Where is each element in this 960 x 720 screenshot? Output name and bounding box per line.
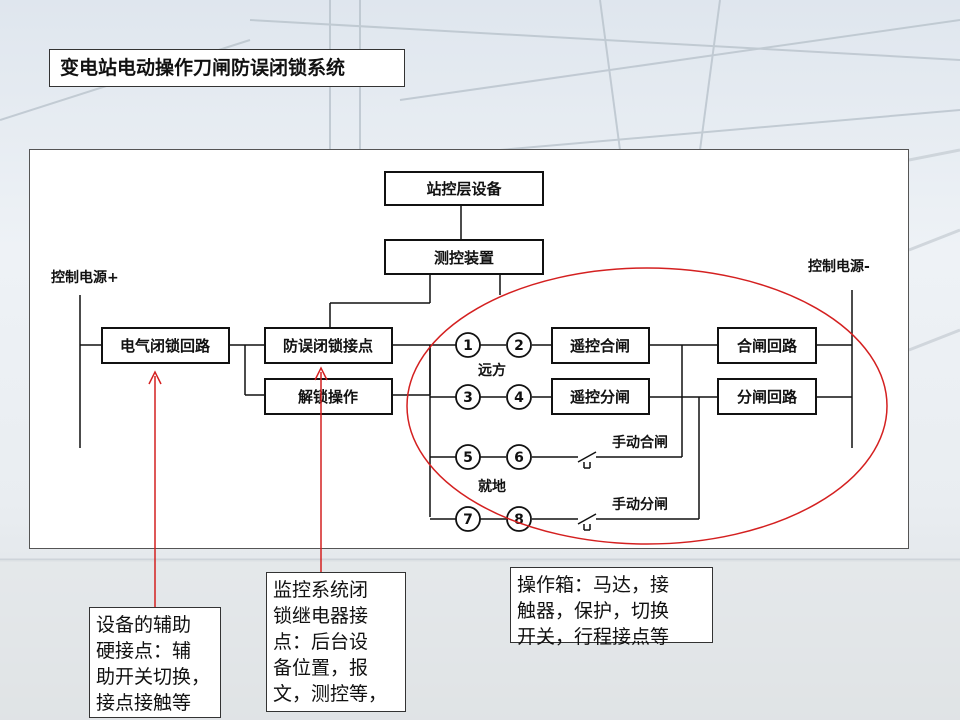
page-title: 变电站电动操作刀闸防误闭锁系统 (49, 49, 405, 87)
remote-open-box (551, 378, 650, 415)
node-label-7: 7 (463, 512, 473, 528)
open-circuit-label: 分闸回路 (737, 388, 798, 406)
measure-control-label: 测控装置 (434, 249, 494, 267)
wires (79, 205, 853, 531)
local-mode-label: 就地 (478, 478, 506, 495)
node-4 (506, 384, 532, 410)
aux-contacts-callout: 设备的辅助 硬接点：辅 助开关切换， 接点接触等 (89, 607, 221, 718)
node-2 (506, 332, 532, 358)
station-equipment-box (384, 171, 544, 206)
node-label-4: 4 (514, 390, 524, 406)
manual-open-label: 手动分闸 (612, 496, 668, 513)
node-6 (506, 444, 532, 470)
monitor-relay-callout: 监控系统闭 锁继电器接 点：后台设 备位置，报 文，测控等， (266, 572, 406, 712)
node-label-3: 3 (463, 390, 473, 406)
close-circuit-box (717, 327, 817, 364)
anti-misop-contact-box (264, 327, 393, 364)
open-circuit-box (717, 378, 817, 415)
node-5 (455, 444, 481, 470)
station-equipment-label: 站控层设备 (426, 180, 502, 198)
operation-box-highlight-ellipse (406, 267, 888, 545)
electrical-interlock-box (101, 327, 230, 364)
node-1 (455, 332, 481, 358)
node-label-6: 6 (514, 450, 524, 466)
node-label-5: 5 (463, 450, 473, 466)
manual-close-label: 手动合闸 (612, 434, 668, 451)
remote-close-label: 遥控合闸 (570, 337, 630, 355)
anti-misop-contact-label: 防误闭锁接点 (283, 337, 373, 355)
unlock-operation-box (264, 378, 393, 415)
remote-mode-label: 远方 (478, 362, 506, 379)
measure-control-box (384, 239, 544, 275)
node-label-8: 8 (514, 512, 524, 528)
remote-close-box (551, 327, 650, 364)
interlock-circuit-diagram: 1 2 3 4 5 6 7 8 站控层设备 测控装置 电气闭锁回路 防误闭锁接点… (51, 171, 888, 545)
power-negative-label: 控制电源- (808, 258, 870, 275)
remote-open-label: 遥控分闸 (570, 388, 630, 406)
power-positive-label: 控制电源+ (51, 269, 119, 286)
node-label-2: 2 (514, 338, 524, 354)
close-circuit-label: 合闸回路 (736, 337, 798, 355)
node-label-1: 1 (463, 338, 473, 354)
node-7 (455, 506, 481, 532)
node-3 (455, 384, 481, 410)
operation-box-callout: 操作箱：马达，接 触器，保护，切换 开关，行程接点等 (510, 567, 713, 648)
unlock-operation-label: 解锁操作 (298, 388, 358, 406)
diagram-panel: 1 2 3 4 5 6 7 8 站控层设备 测控装置 电气闭锁回路 防误闭锁接点… (29, 149, 909, 549)
electrical-interlock-label: 电气闭锁回路 (120, 337, 211, 355)
